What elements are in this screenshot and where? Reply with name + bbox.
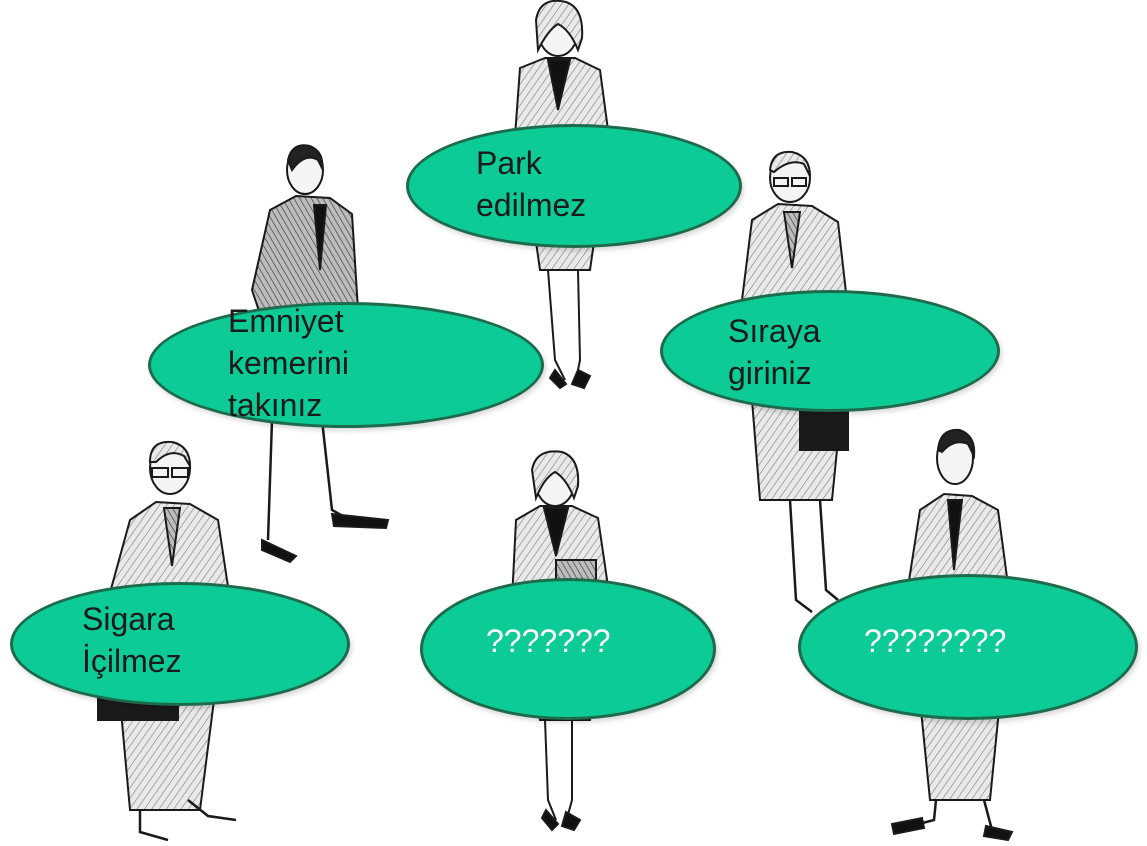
bubble-queue-label: Sıraya giriniz — [728, 313, 821, 391]
bubble-smoking — [10, 582, 350, 706]
bubble-unknown-1-label: ??????? — [486, 623, 611, 659]
bubble-smoking-label: Sigara İçilmez — [82, 601, 182, 679]
bubble-queue — [660, 290, 1000, 412]
bubble-seatbelt — [148, 302, 544, 428]
bubble-park-label: Park edilmez — [476, 145, 587, 223]
bubble-unknown-2-label: ???????? — [864, 623, 1007, 659]
bubble-park — [406, 124, 742, 248]
bubble-unknown-1 — [420, 578, 716, 720]
bubble-unknown-2 — [798, 574, 1138, 720]
bubble-seatbelt-label: Emniyet kemerini takınız — [228, 303, 349, 423]
